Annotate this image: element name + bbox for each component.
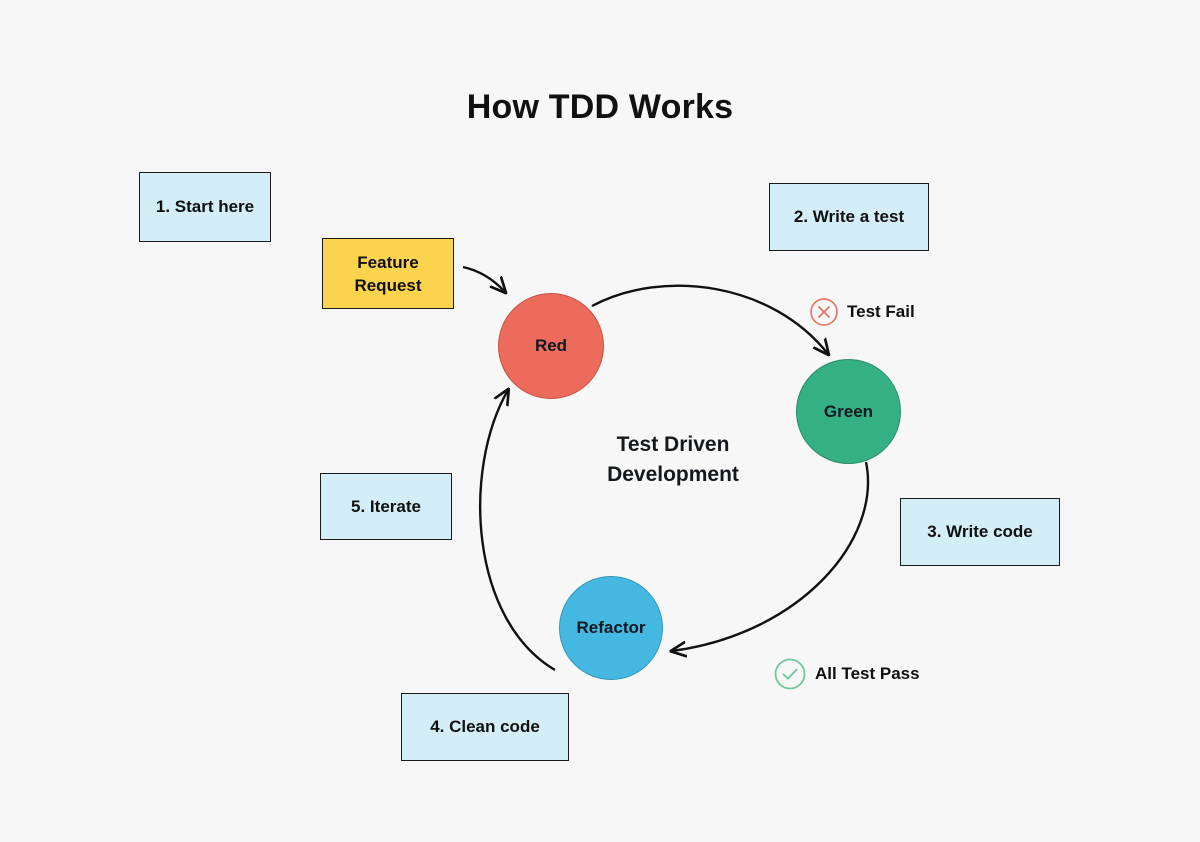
callout-clean-code[interactable]: 4. Clean code xyxy=(401,693,569,761)
status-all-test-pass-label: All Test Pass xyxy=(815,664,920,683)
circle-check-icon xyxy=(773,657,807,691)
callout-start-here-label: 1. Start here xyxy=(155,197,255,216)
arrow-refactor-to-red xyxy=(479,390,556,672)
circle-x-icon xyxy=(809,297,839,327)
callout-iterate[interactable]: 5. Iterate xyxy=(320,473,452,540)
node-red-label: Red xyxy=(534,336,568,355)
center-label-line-1: Test Driven xyxy=(616,433,730,456)
arrow-feature-to-red xyxy=(462,265,505,292)
callout-write-a-test-label: 2. Write a test xyxy=(793,207,905,226)
node-green-label: Green xyxy=(823,401,874,421)
node-green[interactable]: Green xyxy=(796,359,901,464)
callout-start-here[interactable]: 1. Start here xyxy=(139,172,271,242)
arrow-red-to-green xyxy=(591,284,828,354)
node-refactor[interactable]: Refactor xyxy=(559,576,663,680)
feature-request-line-2: Request xyxy=(354,275,422,295)
callout-write-code-label: 3. Write code xyxy=(927,522,1033,541)
center-label: Test Driven Development xyxy=(573,430,773,490)
center-label-line-2: Development xyxy=(607,463,739,486)
arrow-green-to-refactor xyxy=(672,461,870,651)
callout-clean-code-label: 4. Clean code xyxy=(430,717,540,736)
callout-write-code[interactable]: 3. Write code xyxy=(900,498,1060,566)
node-refactor-label: Refactor xyxy=(576,618,646,637)
node-red[interactable]: Red xyxy=(498,293,604,399)
status-all-test-pass: All Test Pass xyxy=(773,657,920,691)
callout-write-a-test[interactable]: 2. Write a test xyxy=(769,183,929,251)
feature-request-line-1: Feature xyxy=(357,252,419,272)
feature-request-box[interactable]: Feature Request xyxy=(322,238,454,309)
page-title: How TDD Works xyxy=(466,88,734,126)
status-test-fail: Test Fail xyxy=(809,297,915,327)
status-test-fail-label: Test Fail xyxy=(847,302,915,321)
callout-iterate-label: 5. Iterate xyxy=(351,496,421,516)
